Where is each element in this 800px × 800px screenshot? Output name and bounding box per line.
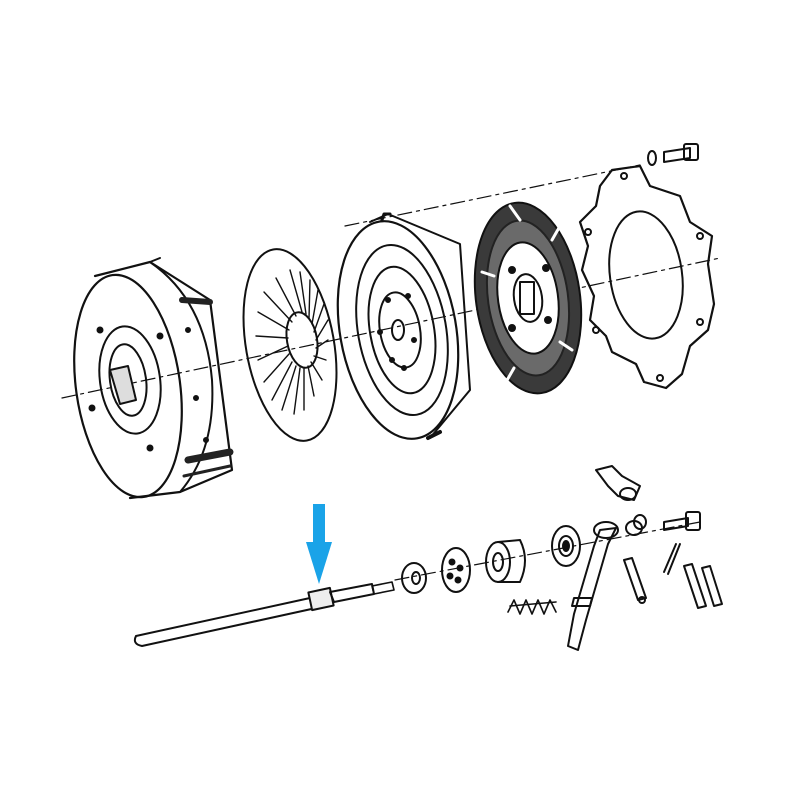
cotter-pin <box>663 543 681 575</box>
center-axis-line <box>61 164 721 581</box>
pressure-plate <box>336 212 471 440</box>
release-bearing <box>485 539 526 583</box>
cover-plate <box>578 164 716 390</box>
clutch-shaft <box>133 581 395 647</box>
bolt-washer <box>647 143 699 166</box>
bolt-nut <box>633 511 701 531</box>
finger-spring <box>242 248 338 442</box>
bearing <box>551 525 581 567</box>
washer <box>401 562 427 594</box>
hub <box>441 547 471 593</box>
down-arrow-icon <box>306 504 332 584</box>
pins <box>683 563 723 609</box>
release-fork <box>567 521 619 651</box>
flywheel <box>73 257 234 500</box>
clutch-disc <box>473 201 583 395</box>
stud <box>623 557 647 604</box>
coil-spring <box>507 599 557 615</box>
